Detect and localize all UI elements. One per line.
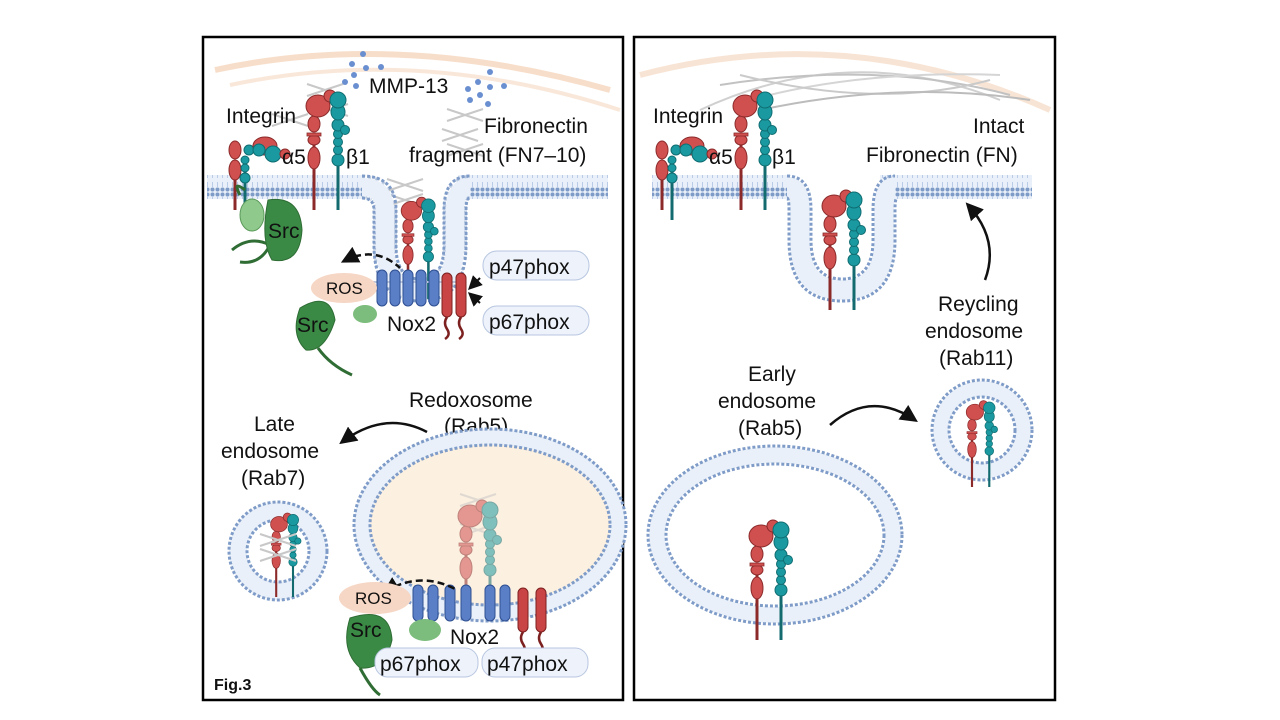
early-endosome-vesicle	[646, 444, 904, 626]
src-mid-label: Src	[297, 314, 329, 337]
alpha5-label: α5	[282, 146, 306, 169]
figure-label: Fig.3	[214, 677, 251, 694]
late-endosome-label-3: (Rab7)	[241, 467, 305, 490]
beta1-label-right: β1	[772, 146, 796, 169]
intact-fn-label-1: Intact	[973, 115, 1025, 138]
p47phox-top: p47phox	[468, 250, 590, 290]
arrow-early-to-recycling	[829, 404, 918, 426]
alpha5-label-right: α5	[709, 146, 733, 169]
svg-text:p67phox: p67phox	[489, 311, 570, 334]
mmp13-dots	[342, 51, 507, 107]
ros-bubble-top	[311, 273, 377, 303]
fn-fragment-label-1: Fibronectin	[484, 115, 588, 138]
early-endosome-label-2: endosome	[718, 390, 816, 413]
integrin-label: Integrin	[226, 105, 296, 128]
intact-fn-label-2: Fibronectin (FN)	[866, 144, 1018, 167]
late-endosome-label-1: Late	[254, 413, 295, 436]
p47phox-bottom: p47phox	[481, 647, 589, 678]
mmp13-label: MMP-13	[369, 75, 448, 98]
svg-text:p47phox: p47phox	[489, 256, 570, 279]
redoxosome-vesicle	[352, 427, 628, 623]
right-panel: Integrin α5 β1 Intact Fibronectin (FN) R…	[639, 51, 1052, 642]
recycling-label-1: Reycling	[938, 293, 1019, 316]
ecm-fibers	[214, 51, 621, 112]
arrow-to-late-endosome	[339, 421, 428, 445]
fn-fragment-label-2: fragment (FN7–10)	[409, 144, 586, 167]
nox2-complex-top: ROS Src Nox2	[295, 246, 468, 377]
early-endosome-label-1: Early	[748, 363, 796, 386]
ros-top-label: ROS	[326, 279, 363, 298]
ecm-fibers-intact	[639, 51, 1052, 113]
nox2-top-label: Nox2	[387, 313, 436, 336]
src-top-label: Src	[268, 220, 300, 243]
svg-text:p67phox: p67phox	[380, 653, 461, 676]
integrin-label-right: Integrin	[653, 105, 723, 128]
recycling-label-2: endosome	[925, 320, 1023, 343]
late-endosome-label-2: endosome	[221, 440, 319, 463]
redoxosome-label-1: Redoxosome	[409, 389, 533, 412]
ros-bottom-label: ROS	[355, 589, 392, 608]
recycling-label-3: (Rab11)	[939, 347, 1013, 370]
recycling-endosome-vesicle	[930, 378, 1034, 489]
beta1-label: β1	[346, 146, 370, 169]
nox2-bottom-label: Nox2	[450, 626, 499, 649]
left-panel: MMP-13 Integrin α5 β1 Fibronectin fragme…	[207, 51, 628, 697]
nox2-complex-bottom: ROS Src Nox2	[339, 577, 548, 697]
early-endosome-label-3: (Rab5)	[738, 417, 802, 440]
svg-text:p47phox: p47phox	[487, 653, 568, 676]
late-endosome-vesicle	[227, 500, 329, 602]
src-bottom-label: Src	[350, 619, 382, 642]
p67phox-top: p67phox	[467, 292, 590, 336]
arrow-recycling-to-membrane	[965, 202, 992, 281]
src-kinase-top: Src	[231, 184, 303, 264]
p67phox-bottom: p67phox	[374, 647, 479, 678]
